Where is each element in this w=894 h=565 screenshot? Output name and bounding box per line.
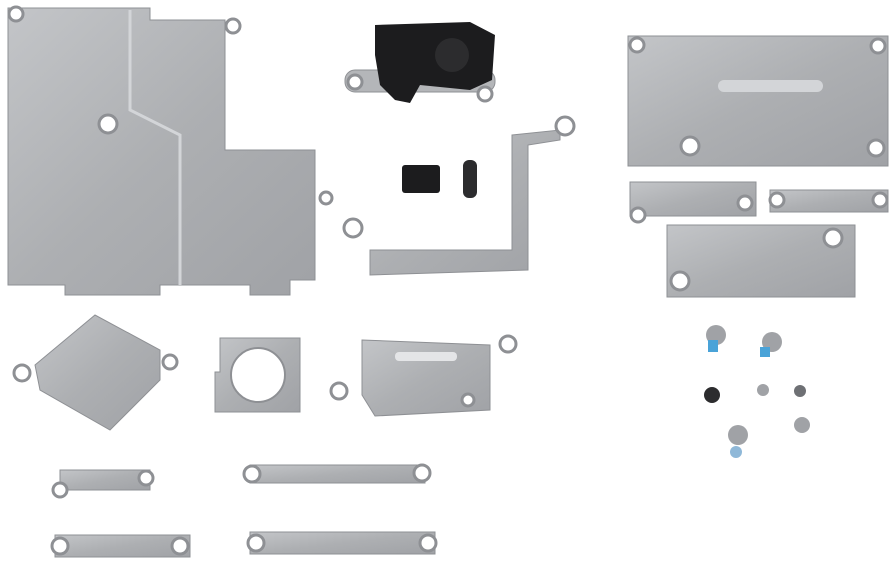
small-black-part xyxy=(402,165,440,193)
small-right-brackets xyxy=(629,181,889,298)
black-connector-part xyxy=(344,22,496,103)
screws xyxy=(704,325,810,458)
large-shield-plate xyxy=(7,5,334,296)
camera-ring-bracket xyxy=(214,337,301,413)
l-shaped-bracket xyxy=(342,115,576,276)
strip-brackets xyxy=(50,463,438,558)
spring-bracket xyxy=(329,334,518,417)
top-right-plate xyxy=(627,35,889,167)
diamond-plate xyxy=(12,314,179,431)
black-screw-part xyxy=(463,160,477,198)
